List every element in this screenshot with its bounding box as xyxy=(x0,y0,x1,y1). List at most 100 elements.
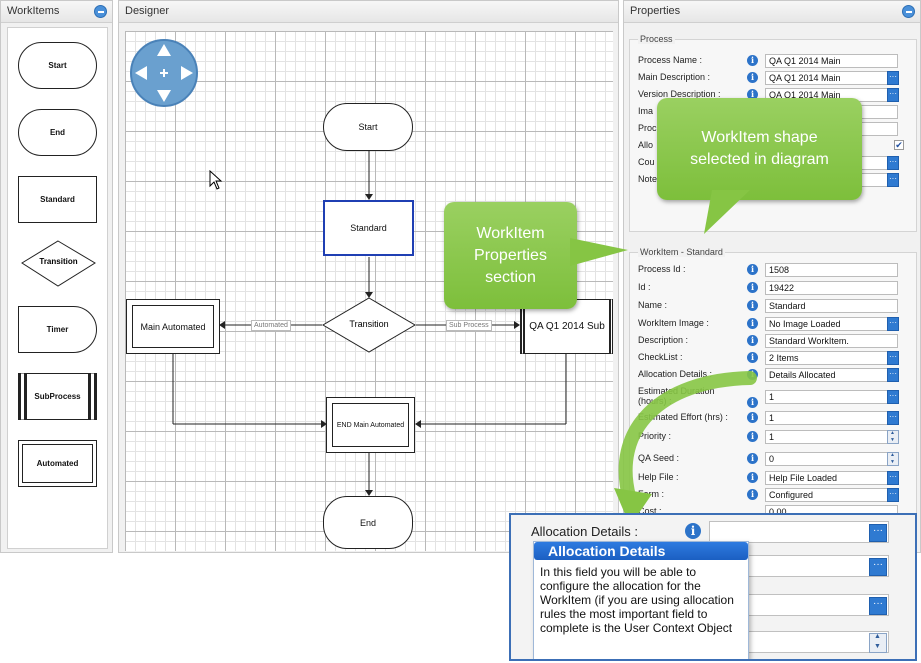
ellipsis-button[interactable]: ··· xyxy=(887,368,899,382)
prop-label: Cost : xyxy=(638,506,662,516)
prop-label: Estimated Effort (hrs) : xyxy=(638,412,728,422)
info-icon[interactable]: i xyxy=(747,472,758,483)
shape-transition[interactable]: Transition xyxy=(21,240,96,287)
main-description-field[interactable]: QA Q1 2014 Main xyxy=(765,71,898,85)
help-file-field[interactable]: Help File Loaded xyxy=(765,471,898,485)
curved-arrow-icon xyxy=(614,371,757,526)
id-field[interactable]: 19422 xyxy=(765,281,898,295)
info-icon[interactable]: i xyxy=(747,352,758,363)
connector-label-automated: Automated xyxy=(251,320,291,331)
info-icon[interactable]: i xyxy=(747,300,758,311)
info-icon[interactable]: i xyxy=(747,89,758,100)
allocation-details-field[interactable]: Details Allocated xyxy=(765,368,898,382)
ellipsis-button[interactable]: ··· xyxy=(887,471,899,485)
node-subprocess-label: QA Q1 2014 Sub xyxy=(529,321,605,332)
shape-end[interactable]: End xyxy=(18,109,97,156)
shape-transition-label: Transition xyxy=(39,257,78,266)
info-icon[interactable]: i xyxy=(747,453,758,464)
info-icon[interactable]: i xyxy=(747,431,758,442)
ellipsis-button[interactable]: ··· xyxy=(869,597,887,615)
zoom-allocation-field[interactable] xyxy=(709,521,889,543)
prop-label: Note xyxy=(638,174,658,184)
node-transition[interactable]: Transition xyxy=(322,297,416,353)
info-icon[interactable]: i xyxy=(747,264,758,275)
callout-pointer xyxy=(704,190,750,234)
node-start[interactable]: Start xyxy=(323,103,413,151)
estimated-effort-field[interactable]: 1 xyxy=(765,411,898,425)
info-icon[interactable]: i xyxy=(747,72,758,83)
shape-timer-label: Timer xyxy=(46,325,69,334)
zoom-inset: Allocation Details : i ··· ··· ··· Alloc… xyxy=(509,513,917,661)
priority-field[interactable]: 1 xyxy=(765,430,898,444)
info-icon[interactable]: i xyxy=(747,318,758,329)
info-icon[interactable]: i xyxy=(747,412,758,423)
prop-label: Name : xyxy=(638,300,668,310)
ellipsis-button[interactable]: ··· xyxy=(887,88,899,102)
ellipsis-button[interactable]: ··· xyxy=(887,390,899,404)
workitem-image-field[interactable]: No Image Loaded xyxy=(765,317,898,331)
ellipsis-button[interactable]: ··· xyxy=(887,173,899,187)
shape-timer[interactable]: Timer xyxy=(18,306,97,353)
tooltip-title: Allocation Details xyxy=(534,542,748,560)
checklist-field[interactable]: 2 Items xyxy=(765,351,898,365)
pan-navigation-icon[interactable] xyxy=(129,38,199,108)
qa-seed-field[interactable]: 0 xyxy=(765,452,898,466)
info-icon[interactable]: i xyxy=(747,55,758,66)
shape-subprocess[interactable]: SubProcess xyxy=(18,373,97,420)
node-main-automated[interactable]: Main Automated xyxy=(126,299,220,354)
info-icon[interactable]: i xyxy=(685,523,701,539)
allow-checkbox[interactable]: ✔ xyxy=(894,140,904,150)
ellipsis-button[interactable]: ··· xyxy=(869,524,887,542)
info-icon[interactable]: i xyxy=(747,282,758,293)
node-end-main-automated[interactable]: END Main Automated xyxy=(326,397,415,453)
shape-subprocess-label: SubProcess xyxy=(34,392,81,401)
description-field[interactable]: Standard WorkItem. xyxy=(765,334,898,348)
prop-label: Help File : xyxy=(638,472,679,482)
ellipsis-button[interactable]: ··· xyxy=(887,488,899,502)
collapse-icon[interactable] xyxy=(902,5,915,18)
info-icon[interactable]: i xyxy=(747,397,758,408)
ellipsis-button[interactable]: ··· xyxy=(887,317,899,331)
shape-start[interactable]: Start xyxy=(18,42,97,89)
shape-automated[interactable]: Automated xyxy=(18,440,97,487)
process-id-field[interactable]: 1508 xyxy=(765,263,898,277)
ellipsis-button[interactable]: ··· xyxy=(887,411,899,425)
node-standard-selected[interactable]: Standard xyxy=(323,200,414,256)
workitems-panel: WorkItems Start End Standard Transition … xyxy=(0,0,113,553)
collapse-icon[interactable] xyxy=(94,5,107,18)
priority-stepper[interactable] xyxy=(887,430,899,444)
callout-properties-section: WorkItem Properties section xyxy=(444,202,577,309)
callout-pointer xyxy=(570,238,628,266)
qa-seed-stepper[interactable] xyxy=(887,452,899,466)
node-end[interactable]: End xyxy=(323,496,413,549)
estimated-duration-field[interactable]: 1 xyxy=(765,390,898,404)
shape-standard-label: Standard xyxy=(40,195,75,204)
zoom-stepper[interactable] xyxy=(869,633,887,653)
mouse-cursor-icon xyxy=(209,170,223,190)
ellipsis-button[interactable]: ··· xyxy=(887,156,899,170)
node-end-label: End xyxy=(359,517,376,528)
prop-label: QA Seed : xyxy=(638,453,680,463)
info-icon[interactable]: i xyxy=(747,335,758,346)
ellipsis-button[interactable]: ··· xyxy=(887,351,899,365)
shape-standard[interactable]: Standard xyxy=(18,176,97,223)
form-field[interactable]: Configured xyxy=(765,488,898,502)
ellipsis-button[interactable]: ··· xyxy=(869,558,887,576)
info-icon[interactable]: i xyxy=(747,489,758,500)
node-end-main-automated-label: END Main Automated xyxy=(332,403,409,447)
process-name-field[interactable]: QA Q1 2014 Main xyxy=(765,54,898,68)
callout-shape-selected-text: WorkItem shape selected in diagram xyxy=(690,129,829,168)
name-field[interactable]: Standard xyxy=(765,299,898,313)
node-transition-diamond xyxy=(322,297,416,353)
prop-label: Version Description : xyxy=(638,89,721,99)
tooltip-body: In this field you will be able to config… xyxy=(540,565,734,635)
zoom-allocation-label: Allocation Details : xyxy=(531,524,638,539)
ellipsis-button[interactable]: ··· xyxy=(887,71,899,85)
